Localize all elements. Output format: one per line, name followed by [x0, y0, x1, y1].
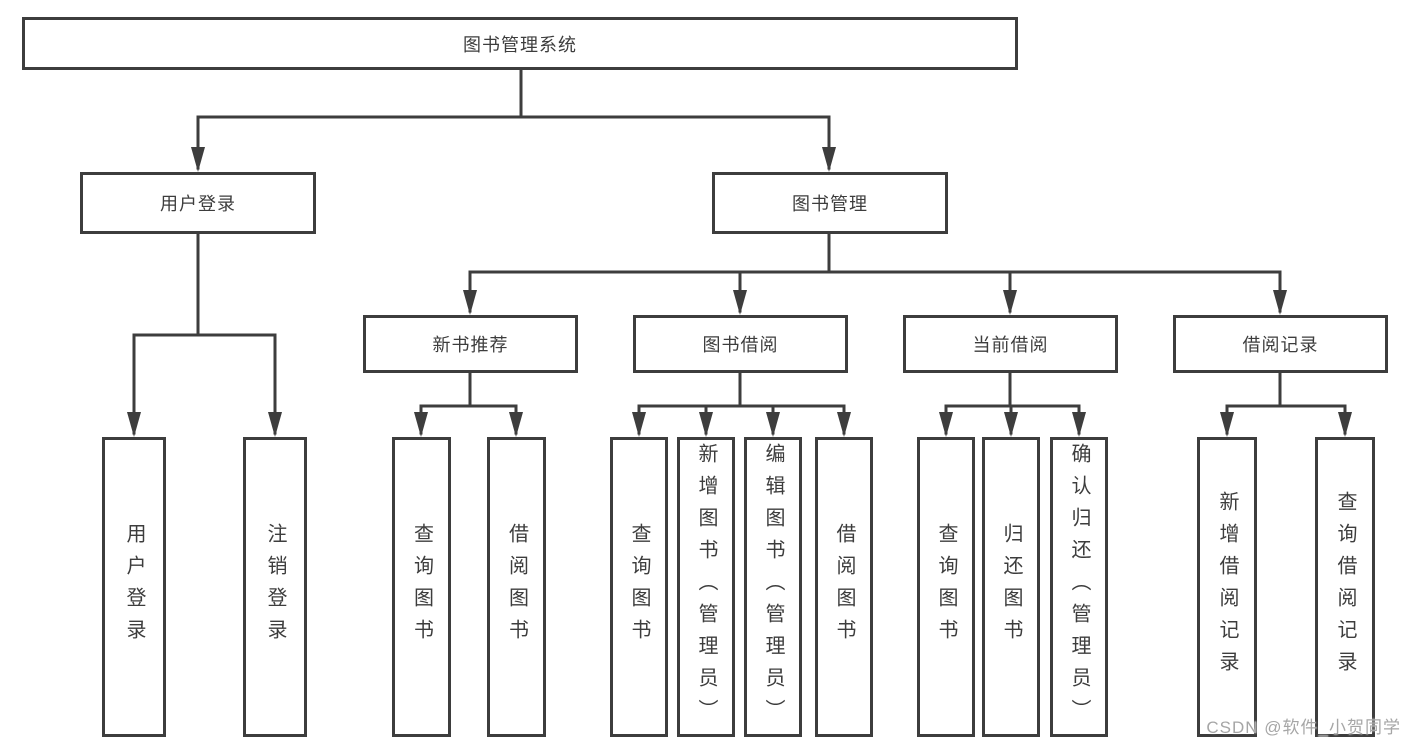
- node-leaf-logout: 注销登录: [243, 437, 307, 737]
- node-book-management-label: 图书管理: [792, 194, 868, 214]
- node-current-borrow-label: 当前借阅: [972, 335, 1049, 355]
- node-leaf-cb-query-books: 查询图书: [917, 437, 975, 737]
- node-new-book-recommend: 新书推荐: [363, 315, 578, 373]
- node-book-borrow: 图书借阅: [633, 315, 848, 373]
- node-leaf-br-query-record: 查询借阅记录: [1315, 437, 1375, 737]
- node-user-login-label: 用户登录: [160, 194, 236, 214]
- node-leaf-br-add-record: 新增借阅记录: [1197, 437, 1257, 737]
- node-book-management: 图书管理: [712, 172, 948, 234]
- csdn-watermark: CSDN @软件_小贺同学: [1206, 718, 1401, 737]
- node-book-borrow-label: 图书借阅: [702, 335, 779, 355]
- node-leaf-br-query-record-label: 查询借阅记录: [1334, 491, 1356, 683]
- node-leaf-nb-borrow-books-label: 借阅图书: [505, 523, 528, 651]
- node-leaf-cb-return-books: 归还图书: [982, 437, 1040, 737]
- node-leaf-bb-add-books-admin-label: 新增图书（管理员）: [695, 443, 717, 731]
- node-borrow-records-label: 借阅记录: [1242, 335, 1319, 355]
- node-leaf-cb-query-books-label: 查询图书: [935, 523, 957, 651]
- node-leaf-bb-borrow-books: 借阅图书: [815, 437, 873, 737]
- node-leaf-bb-edit-books-admin: 编辑图书（管理员）: [744, 437, 802, 737]
- node-leaf-nb-query-books-label: 查询图书: [410, 523, 433, 651]
- node-leaf-br-add-record-label: 新增借阅记录: [1216, 491, 1238, 683]
- node-leaf-bb-borrow-books-label: 借阅图书: [833, 523, 855, 651]
- node-leaf-bb-add-books-admin: 新增图书（管理员）: [677, 437, 735, 737]
- node-new-book-recommend-label: 新书推荐: [432, 335, 509, 355]
- node-leaf-nb-query-books: 查询图书: [392, 437, 451, 737]
- node-leaf-bb-query-books: 查询图书: [610, 437, 668, 737]
- node-leaf-cb-return-books-label: 归还图书: [1000, 523, 1022, 651]
- node-leaf-user-login: 用户登录: [102, 437, 166, 737]
- node-leaf-user-login-label: 用户登录: [123, 523, 145, 651]
- node-leaf-cb-confirm-return-admin-label: 确认归还（管理员）: [1068, 443, 1090, 731]
- node-root: 图书管理系统: [22, 17, 1018, 70]
- node-leaf-bb-edit-books-admin-label: 编辑图书（管理员）: [762, 443, 784, 731]
- node-user-login: 用户登录: [80, 172, 316, 234]
- node-leaf-bb-query-books-label: 查询图书: [628, 523, 650, 651]
- node-root-label: 图书管理系统: [463, 34, 577, 55]
- node-leaf-nb-borrow-books: 借阅图书: [487, 437, 546, 737]
- node-leaf-logout-label: 注销登录: [264, 523, 286, 651]
- node-leaf-cb-confirm-return-admin: 确认归还（管理员）: [1050, 437, 1108, 737]
- node-current-borrow: 当前借阅: [903, 315, 1118, 373]
- node-borrow-records: 借阅记录: [1173, 315, 1388, 373]
